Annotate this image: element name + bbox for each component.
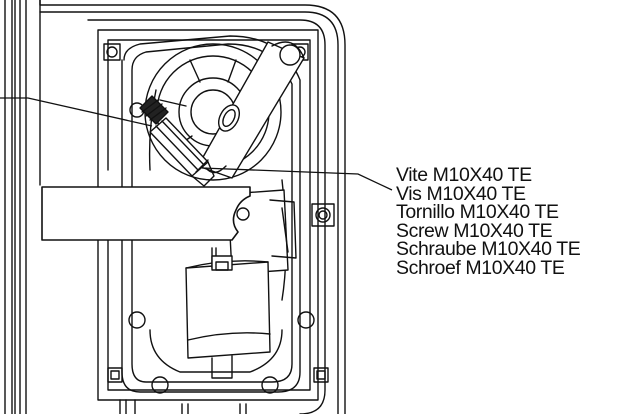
callout-line-fr: Vis M10X40 TE <box>396 182 526 205</box>
corner-bolts <box>103 43 335 394</box>
callout-line-nl: Schroef M10X40 TE <box>396 256 565 279</box>
left-leader-line <box>0 97 153 127</box>
screw-callout: Vite M10X40 TE Vis M10X40 TE Tornillo M1… <box>396 164 628 279</box>
label-plate <box>41 186 251 241</box>
screw-m10x40 <box>139 95 215 187</box>
housing-outline <box>39 0 346 414</box>
lever-arm <box>197 41 305 179</box>
callout-line-de: Schraube M10X40 TE <box>396 238 581 261</box>
callout-leader-line <box>201 167 393 191</box>
callout-line-es: Tornillo M10X40 TE <box>396 201 559 224</box>
callout-line-en: Screw M10X40 TE <box>396 219 553 242</box>
left-rail <box>4 0 41 414</box>
callout-line-it: Vite M10X40 TE <box>396 164 532 186</box>
bottom-edge <box>119 399 247 414</box>
